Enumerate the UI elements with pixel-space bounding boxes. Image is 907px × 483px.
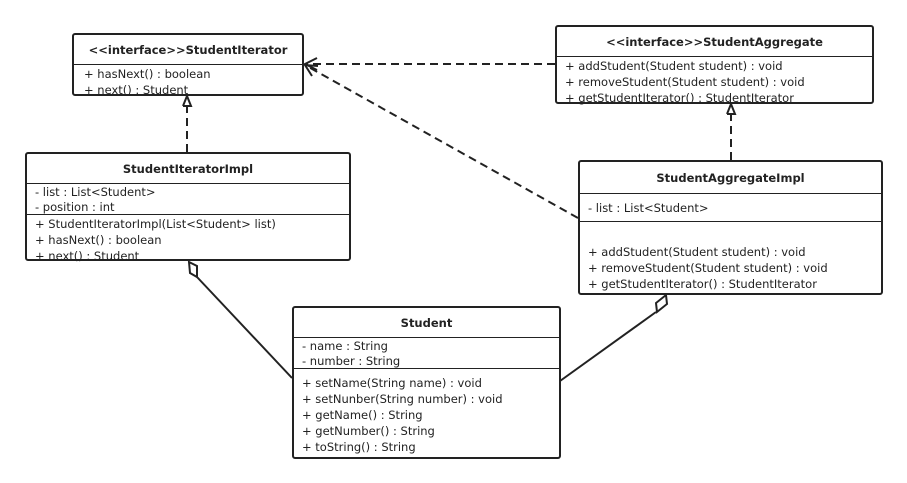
attributes-section: - name : String - number : String xyxy=(294,338,559,369)
method: + removeStudent(Student student) : void xyxy=(588,261,828,275)
method: + hasNext() : boolean xyxy=(84,67,211,81)
class-title: <<interface>>StudentAggregate xyxy=(557,27,872,57)
method: + next() : Student xyxy=(84,83,189,97)
methods-section: + addStudent(Student student) : void + r… xyxy=(557,57,872,106)
attribute: - list : List<Student> xyxy=(35,185,156,199)
dependency-aggregateimpl-to-iterator xyxy=(303,63,579,219)
method: + addStudent(Student student) : void xyxy=(588,245,806,259)
attribute: - position : int xyxy=(35,200,115,214)
class-title: Student xyxy=(294,308,559,338)
methods-section: + addStudent(Student student) : void + r… xyxy=(580,222,881,292)
method: + hasNext() : boolean xyxy=(35,233,162,247)
attribute: - name : String xyxy=(302,339,388,353)
class-student-iterator-impl[interactable]: StudentIteratorImpl - list : List<Studen… xyxy=(25,152,351,264)
class-title: StudentIteratorImpl xyxy=(27,154,349,184)
aggregation-iteratorimpl-student xyxy=(187,260,293,379)
method: + getName() : String xyxy=(302,408,423,422)
method: + StudentIteratorImpl(List<Student> list… xyxy=(35,217,276,231)
dependency-aggregate-to-iterator xyxy=(302,57,555,71)
attributes-section: - list : List<Student> xyxy=(580,194,881,222)
method: + setNunber(String number) : void xyxy=(302,392,503,406)
method: + removeStudent(Student student) : void xyxy=(565,75,805,89)
class-student-aggregate-impl[interactable]: StudentAggregateImpl - list : List<Stude… xyxy=(578,160,883,295)
methods-section: + hasNext() : boolean + next() : Student xyxy=(74,65,302,98)
methods-section: + setName(String name) : void + setNunbe… xyxy=(294,369,559,455)
class-title: StudentAggregateImpl xyxy=(580,162,881,194)
method: + setName(String name) : void xyxy=(302,376,482,390)
attribute: - number : String xyxy=(302,354,401,368)
class-student-aggregate[interactable]: <<interface>>StudentAggregate + addStude… xyxy=(555,25,874,106)
methods-section: + StudentIteratorImpl(List<Student> list… xyxy=(27,215,349,264)
method: + getNumber() : String xyxy=(302,424,435,438)
aggregation-aggregateimpl-student xyxy=(559,293,669,382)
attribute: - list : List<Student> xyxy=(588,201,709,215)
class-title: <<interface>>StudentIterator xyxy=(74,35,302,65)
realization-iteratorimpl-to-iterator xyxy=(182,93,193,152)
class-student[interactable]: Student - name : String - number : Strin… xyxy=(292,306,561,459)
class-student-iterator[interactable]: <<interface>>StudentIterator + hasNext()… xyxy=(72,33,304,98)
method: + addStudent(Student student) : void xyxy=(565,59,783,73)
attributes-section: - list : List<Student> - position : int xyxy=(27,184,349,215)
method: + getStudentIterator() : StudentIterator xyxy=(588,277,817,291)
method: + next() : Student xyxy=(35,249,140,263)
method: + toString() : String xyxy=(302,440,416,454)
method: + getStudentIterator() : StudentIterator xyxy=(565,91,794,105)
realization-aggregateimpl-to-aggregate xyxy=(726,101,737,160)
